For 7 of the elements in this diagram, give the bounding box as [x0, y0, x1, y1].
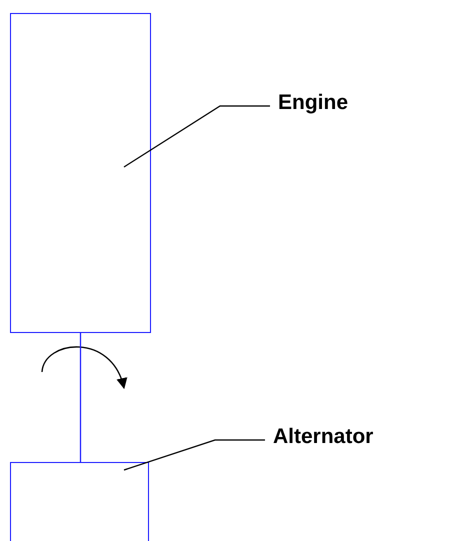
- shaft-line: [80, 333, 82, 462]
- part-label: Alternator: [273, 425, 374, 449]
- engine-block: [10, 13, 151, 333]
- part-label: Engine: [278, 91, 348, 115]
- leader-line: [124, 439, 265, 471]
- alternator-block: [10, 462, 149, 541]
- leader-line: [124, 105, 270, 168]
